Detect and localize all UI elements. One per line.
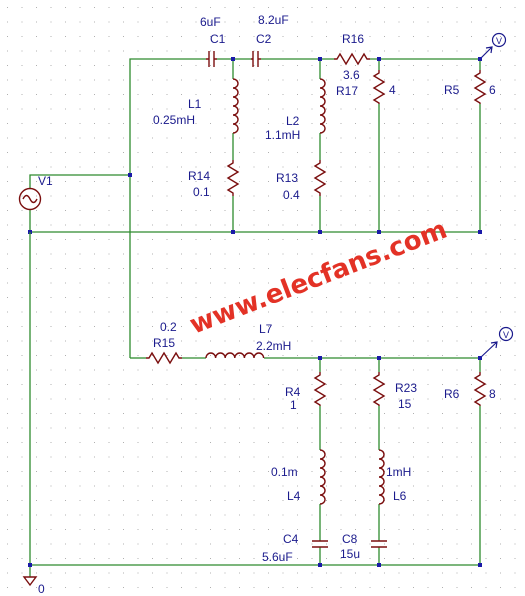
c1-value: 6uF (200, 15, 221, 29)
ground-label: 0 (38, 582, 45, 596)
resistor-r4 (313, 372, 327, 406)
l4-value: 0.1m (271, 465, 298, 479)
inductor-l4 (319, 449, 326, 505)
capacitor-c2 (251, 51, 261, 67)
inductor-l6 (378, 449, 385, 505)
capacitor-c1 (206, 51, 217, 67)
ground-symbol (22, 576, 38, 587)
l2-value: 1.1mH (265, 128, 300, 142)
r14-value: 0.1 (193, 185, 210, 199)
resistor-r5 (473, 70, 487, 104)
v1-ref: V1 (38, 174, 53, 188)
capacitor-c8 (371, 540, 387, 548)
r13-ref: R13 (276, 171, 298, 185)
l6-value: 1mH (386, 465, 411, 479)
resistor-r14 (226, 160, 240, 196)
r6-ref: R6 (444, 387, 460, 401)
r6-value: 8 (489, 387, 496, 401)
resistor-r6 (473, 372, 487, 406)
resistor-r17 (372, 70, 386, 104)
resistor-r15 (146, 351, 182, 365)
top-network: V 6uF C1 8.2uF C2 R16 3.6 R17 4 R5 6 L1 … (18, 13, 507, 358)
r5-value: 6 (489, 83, 496, 97)
inductor-l7 (205, 352, 265, 359)
c4-value: 5.6uF (262, 550, 293, 564)
l7-ref: L7 (259, 322, 273, 336)
junction-dots-bottom (28, 356, 482, 567)
l1-value: 0.25mH (153, 113, 195, 127)
r17-ref: R17 (336, 84, 358, 98)
resistor-r13 (313, 160, 327, 196)
inductor-l2 (319, 78, 326, 134)
r13-value: 0.4 (283, 188, 300, 202)
r17-value: 4 (389, 83, 396, 97)
l4-ref: L4 (287, 489, 301, 503)
r4-value: 1 (290, 398, 297, 412)
capacitor-c4 (312, 540, 328, 548)
voltage-source-v1 (18, 187, 42, 211)
l1-ref: L1 (188, 97, 202, 111)
r23-ref: R23 (395, 381, 417, 395)
bottom-network: V 0.2 R15 L7 2.2mH R4 1 R23 15 R6 8 0.1m… (22, 232, 514, 596)
r16-ref: R16 (342, 32, 364, 46)
l2-ref: L2 (286, 114, 300, 128)
c1-ref: C1 (210, 32, 226, 46)
c2-ref: C2 (256, 32, 272, 46)
c8-value: 15u (340, 547, 360, 561)
svg-text:V: V (496, 36, 502, 46)
r16-value: 3.6 (343, 68, 360, 82)
resistor-r16 (334, 52, 370, 66)
r15-value: 0.2 (160, 320, 177, 334)
r23-value: 15 (398, 397, 412, 411)
c4-ref: C4 (283, 532, 299, 546)
inductor-l1 (232, 78, 239, 134)
r15-ref: R15 (153, 336, 175, 350)
svg-text:V: V (503, 330, 509, 340)
l7-value: 2.2mH (256, 339, 291, 353)
l6-ref: L6 (393, 489, 407, 503)
c2-value: 8.2uF (258, 13, 289, 27)
c8-ref: C8 (342, 532, 358, 546)
r5-ref: R5 (444, 83, 460, 97)
r14-ref: R14 (188, 169, 210, 183)
voltage-probe-bottom: V (479, 326, 514, 359)
resistor-r23 (372, 372, 386, 406)
r4-ref: R4 (285, 385, 301, 399)
